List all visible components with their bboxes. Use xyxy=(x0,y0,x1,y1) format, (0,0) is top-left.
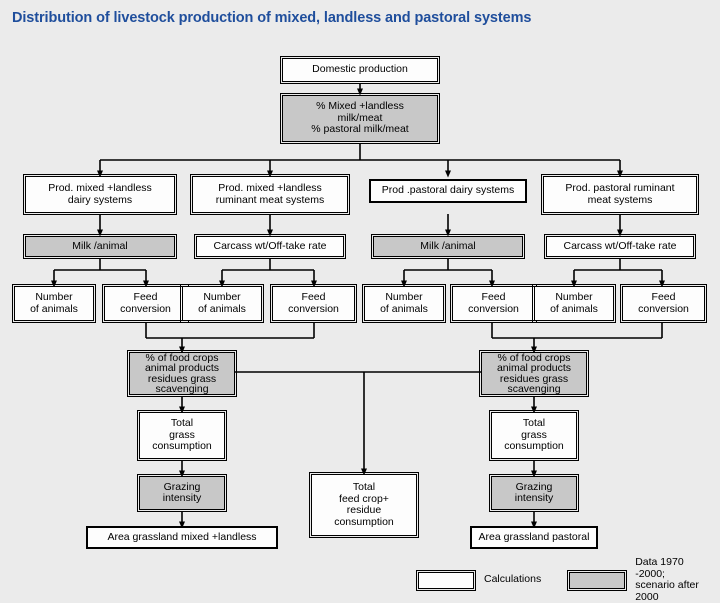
node-label: % of food crops animal products residues… xyxy=(144,351,220,395)
node-feed-conversion-4[interactable]: Feed conversion xyxy=(620,284,707,323)
node-label: Number of animals xyxy=(30,291,78,315)
node-label: Area grassland mixed +landless xyxy=(107,530,257,543)
node-area-grassland-mixed[interactable]: Area grassland mixed +landless xyxy=(86,526,278,549)
node-label: Carcass wt/Off-take rate xyxy=(563,239,677,252)
legend: Calculations Data 1970 -2000; scenario a… xyxy=(416,556,714,602)
node-carcass-mixed[interactable]: Carcass wt/Off-take rate xyxy=(194,234,346,259)
node-milk-animal-mixed[interactable]: Milk /animal xyxy=(23,234,177,259)
page-title: Distribution of livestock production of … xyxy=(12,10,532,26)
node-grazing-intensity-mixed[interactable]: Grazing intensity xyxy=(137,474,227,512)
node-number-of-animals-1[interactable]: Number of animals xyxy=(12,284,96,323)
node-label: Number of animals xyxy=(380,291,428,315)
node-label: Number of animals xyxy=(198,291,246,315)
node-label: Number of animals xyxy=(550,291,598,315)
node-grazing-intensity-pastoral[interactable]: Grazing intensity xyxy=(489,474,579,512)
node-total-grass-mixed[interactable]: Total grass consumption xyxy=(137,410,227,461)
node-number-of-animals-3[interactable]: Number of animals xyxy=(362,284,446,323)
node-feed-conversion-3[interactable]: Feed conversion xyxy=(450,284,537,323)
node-food-crops-pastoral[interactable]: % of food crops animal products residues… xyxy=(479,350,589,397)
node-label: Total feed crop+ residue consumption xyxy=(334,481,394,528)
node-total-feed-crop[interactable]: Total feed crop+ residue consumption xyxy=(309,472,419,538)
legend-label-calculations: Calculations xyxy=(484,573,542,586)
node-total-grass-pastoral[interactable]: Total grass consumption xyxy=(489,410,579,461)
node-label: % Mixed +landless milk/meat % pastoral m… xyxy=(311,100,409,136)
node-label: Domestic production xyxy=(312,63,408,76)
node-food-crops-mixed[interactable]: % of food crops animal products residues… xyxy=(127,350,237,397)
node-label: Feed conversion xyxy=(468,291,519,315)
node-domestic-production[interactable]: Domestic production xyxy=(280,56,440,84)
legend-swatch-data xyxy=(567,569,628,591)
node-carcass-pastoral[interactable]: Carcass wt/Off-take rate xyxy=(544,234,696,259)
node-prod-pastoral-meat[interactable]: Prod. pastoral ruminant meat systems xyxy=(541,174,699,215)
node-label: Milk /animal xyxy=(420,239,476,252)
node-label: Feed conversion xyxy=(288,291,339,315)
node-label: Prod. mixed +landless dairy systems xyxy=(48,182,152,206)
node-feed-conversion-2[interactable]: Feed conversion xyxy=(270,284,357,323)
node-label: Carcass wt/Off-take rate xyxy=(213,239,327,252)
node-feed-conversion-1[interactable]: Feed conversion xyxy=(102,284,189,323)
node-label: Prod. pastoral ruminant meat systems xyxy=(565,182,675,206)
legend-label-data: Data 1970 -2000; scenario after 2000 xyxy=(635,556,699,603)
node-prod-mixed-dairy[interactable]: Prod. mixed +landless dairy systems xyxy=(23,174,177,215)
node-prod-pastoral-dairy[interactable]: Prod .pastoral dairy systems xyxy=(369,179,527,203)
legend-swatch-calculations xyxy=(416,569,476,591)
node-label: Prod .pastoral dairy systems xyxy=(381,184,515,197)
node-label: Milk /animal xyxy=(72,239,128,252)
node-prod-mixed-meat[interactable]: Prod. mixed +landless ruminant meat syst… xyxy=(190,174,350,215)
node-label: Grazing intensity xyxy=(514,480,554,504)
node-percent-split[interactable]: % Mixed +landless milk/meat % pastoral m… xyxy=(280,93,440,144)
node-label: Feed conversion xyxy=(638,291,689,315)
node-label: Total grass consumption xyxy=(504,417,564,453)
node-milk-animal-pastoral[interactable]: Milk /animal xyxy=(371,234,525,259)
node-label: Grazing intensity xyxy=(162,480,202,504)
node-label: Prod. mixed +landless ruminant meat syst… xyxy=(215,182,325,206)
node-label: Area grassland pastoral xyxy=(478,530,590,543)
node-label: Total grass consumption xyxy=(152,417,212,453)
node-label: % of food crops animal products residues… xyxy=(496,351,572,395)
node-label: Feed conversion xyxy=(120,291,171,315)
node-area-grassland-pastoral[interactable]: Area grassland pastoral xyxy=(470,526,598,549)
node-number-of-animals-2[interactable]: Number of animals xyxy=(180,284,264,323)
node-number-of-animals-4[interactable]: Number of animals xyxy=(532,284,616,323)
